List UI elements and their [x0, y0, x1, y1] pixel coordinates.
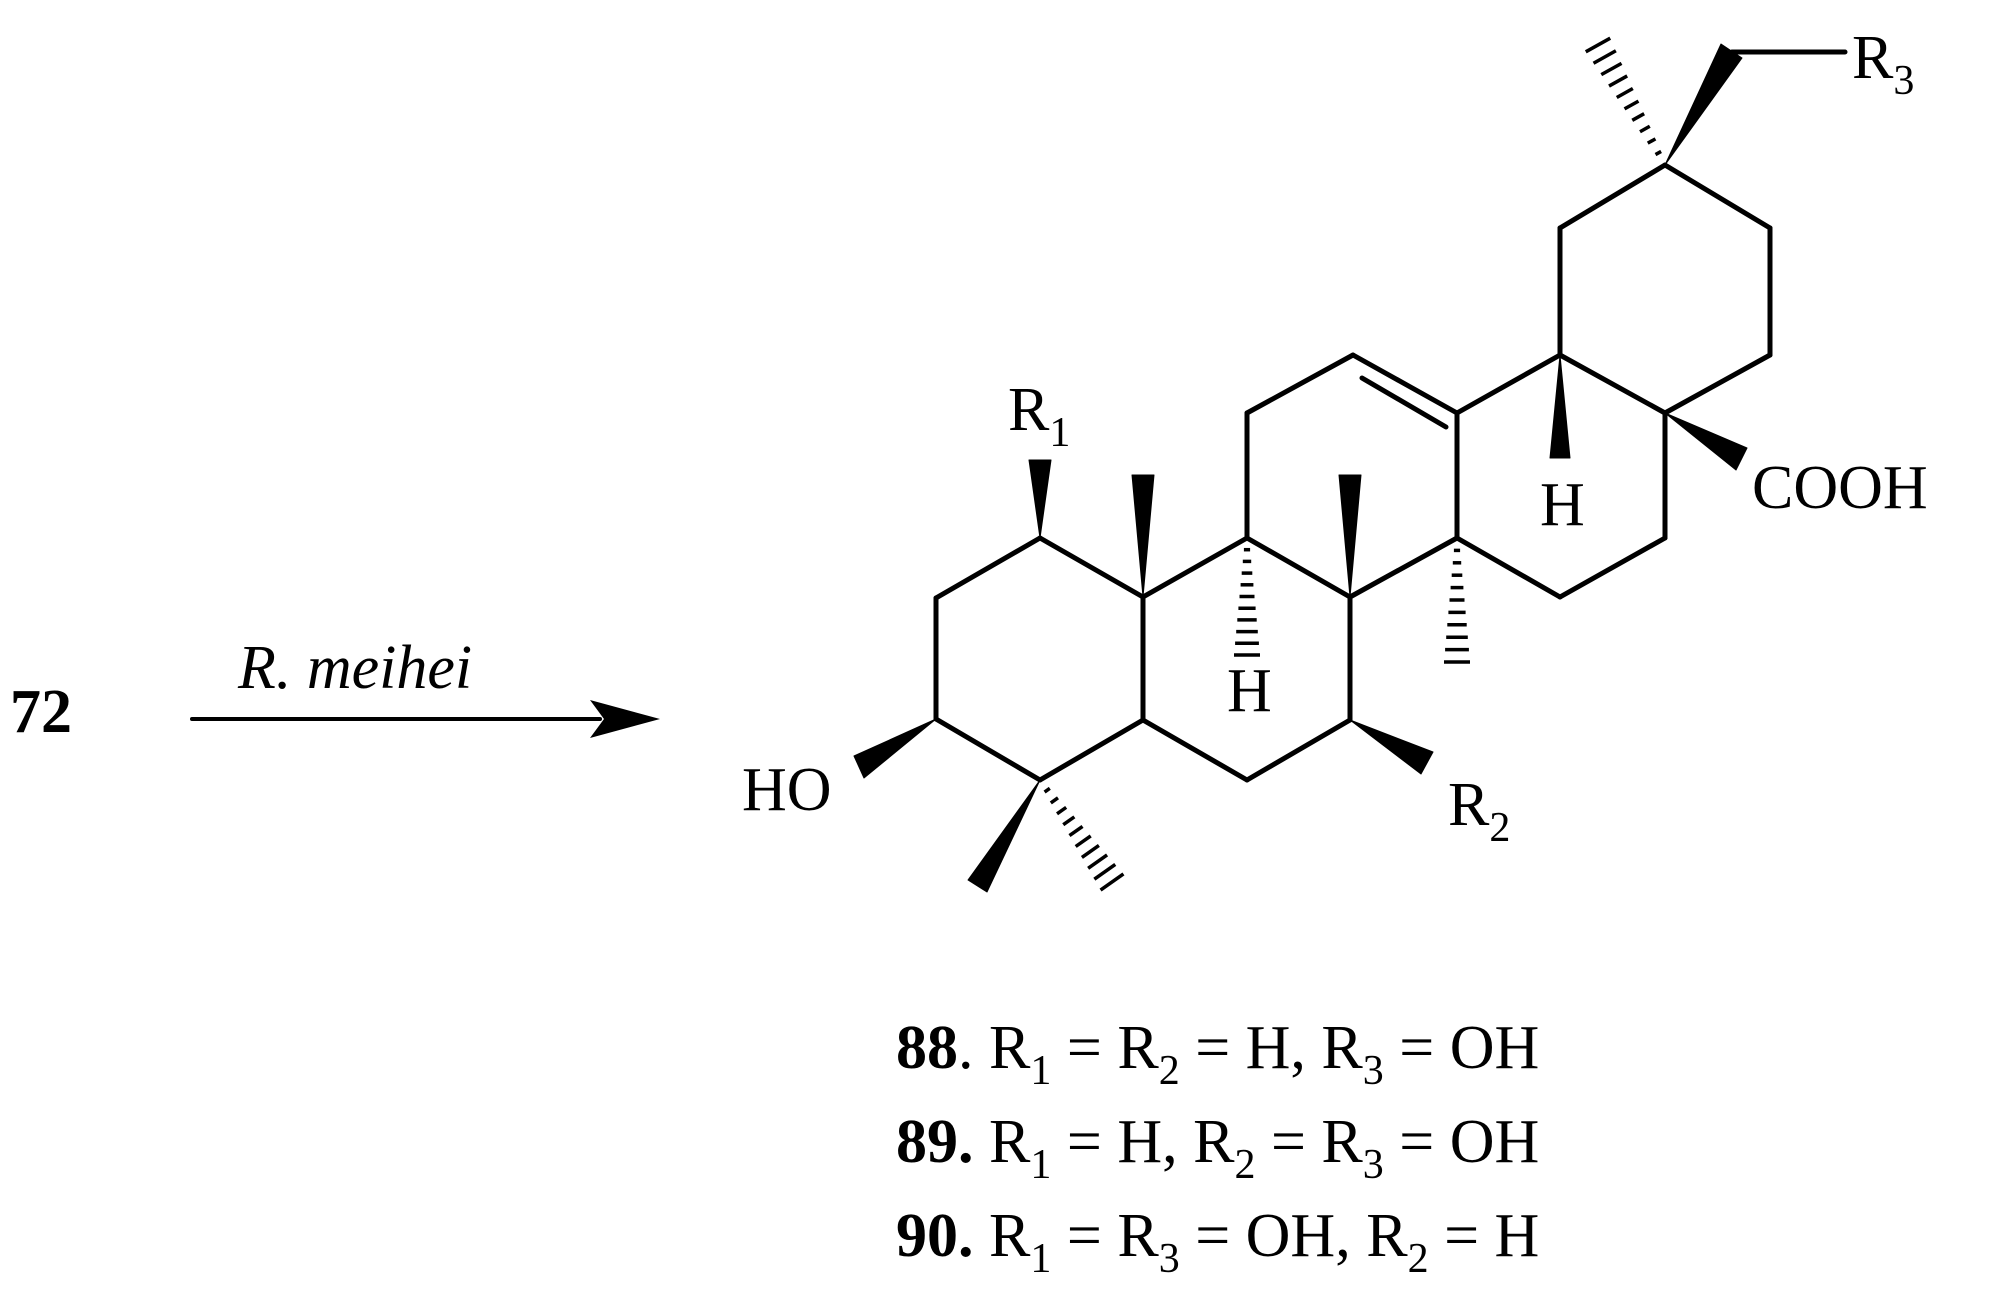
hash-c14-methyl — [1444, 548, 1470, 664]
hash-c20-methyl — [1584, 36, 1662, 157]
hash-line — [1062, 815, 1076, 827]
bond — [1557, 535, 1668, 600]
bond — [933, 716, 1043, 783]
hash-c9-h — [1234, 547, 1260, 657]
compound-line-88: 88. R1 = R2 = H, R3 = OH — [896, 1014, 1539, 1094]
compound-id: 90. — [896, 1202, 974, 1270]
hash-line — [1584, 36, 1612, 54]
compound-id: 89. — [896, 1108, 974, 1176]
wedge-c4-methyl — [967, 779, 1041, 893]
bond — [1347, 535, 1460, 600]
bond — [933, 535, 1043, 601]
hash-c4-methyl — [1043, 786, 1125, 892]
compound-list: 88. R1 = R2 = H, R3 = OH 89. R1 = H, R2 =… — [896, 1014, 1539, 1282]
bond — [1454, 352, 1563, 416]
hash-line — [1631, 112, 1645, 122]
hash-line — [1093, 862, 1117, 881]
hash-line — [1056, 805, 1068, 816]
bond — [1140, 535, 1250, 600]
hydroxyl-label: HO — [742, 756, 832, 824]
wedge-c20-ch2 — [1664, 43, 1743, 166]
hash-line — [1639, 124, 1651, 134]
acid-label: COOH — [1752, 454, 1928, 522]
bond — [1244, 717, 1353, 783]
bond — [1037, 535, 1146, 600]
bond — [1037, 717, 1146, 783]
hash-line — [1646, 137, 1657, 145]
triterpene-skeleton — [933, 49, 1848, 783]
wedge-c3-oh — [853, 718, 937, 779]
bond — [1140, 717, 1250, 783]
hash-line — [1043, 786, 1051, 794]
hash-line — [1608, 74, 1629, 88]
bond — [1662, 162, 1773, 231]
r2-label: R2 — [1448, 771, 1510, 851]
r1-label: R1 — [1008, 376, 1070, 456]
bond — [1557, 162, 1668, 231]
hash-line — [1049, 796, 1060, 805]
bond — [1244, 352, 1356, 416]
bond — [1350, 352, 1460, 416]
wedge-c8-methyl — [1338, 474, 1362, 598]
wedge-c1-r1 — [1028, 459, 1052, 539]
wedge-c7-r2 — [1349, 719, 1434, 775]
h18-label: H — [1540, 471, 1585, 539]
compound-line-90: 90. R1 = R3 = OH, R2 = H — [896, 1202, 1539, 1282]
bond — [1557, 352, 1668, 416]
bond — [1662, 352, 1773, 416]
wedge-bonds — [853, 43, 1748, 893]
r3-label: R3 — [1852, 24, 1914, 104]
hash-line — [1068, 824, 1084, 838]
reactant-label: 72 — [10, 678, 72, 746]
double-bond — [1359, 375, 1449, 430]
hash-line — [1087, 853, 1109, 870]
reaction-arrow — [190, 700, 660, 738]
wedge-c17-cooh — [1664, 412, 1748, 471]
hash-line — [1623, 99, 1640, 111]
bond — [1454, 535, 1563, 600]
compound-line-89: 89. R1 = H, R2 = R3 = OH — [896, 1108, 1539, 1188]
arrow-head — [590, 700, 660, 738]
hash-line — [1592, 49, 1617, 65]
hash-line — [1080, 843, 1100, 859]
bond — [1244, 535, 1353, 600]
compound-id: 88 — [896, 1014, 958, 1082]
wedge-c10-methyl — [1131, 474, 1155, 598]
h9-label: H — [1227, 657, 1272, 725]
hash-line — [1654, 149, 1662, 157]
wedge-c18-h — [1549, 354, 1571, 459]
hash-line — [1099, 872, 1125, 892]
hash-line — [1074, 834, 1092, 848]
hashed-bonds — [1043, 36, 1662, 892]
hash-line — [1615, 86, 1634, 100]
reagent-label: R. meihei — [237, 634, 472, 702]
hash-line — [1600, 61, 1623, 77]
